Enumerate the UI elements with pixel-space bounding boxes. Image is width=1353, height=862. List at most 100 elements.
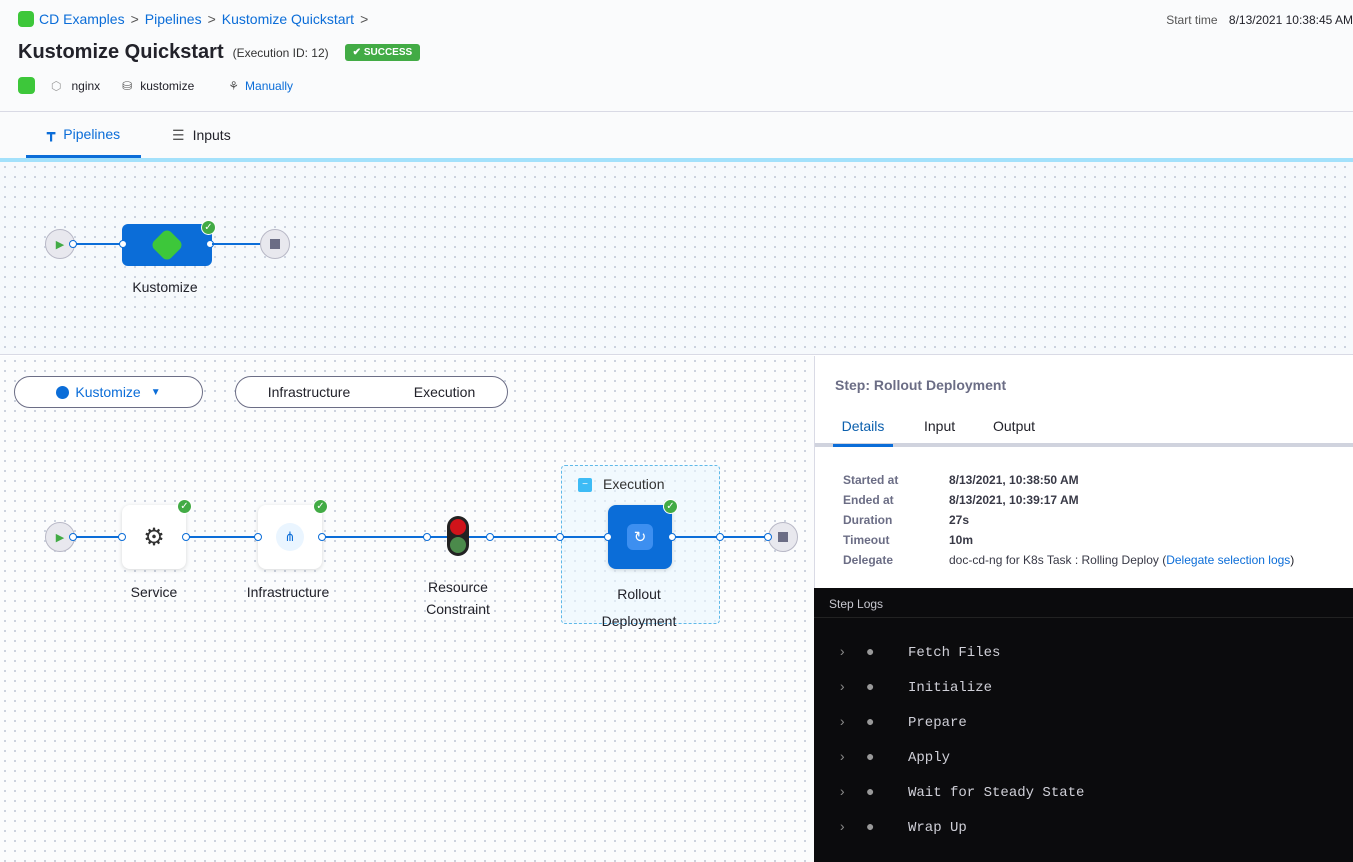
tab-label: Inputs xyxy=(192,127,231,143)
step-label: Infrastructure xyxy=(246,584,330,600)
success-check-icon: ✓ xyxy=(177,499,192,514)
check-circle-icon: ● xyxy=(866,645,875,661)
group-label: Execution xyxy=(603,476,665,492)
check-circle-icon: ● xyxy=(866,785,875,801)
chevron-right-icon: › xyxy=(838,715,847,731)
environment-icon: ⛁ xyxy=(122,78,133,93)
infrastructure-icon: ⋔ xyxy=(276,523,304,551)
stop-icon xyxy=(270,239,280,249)
step-infrastructure[interactable]: ⋔ xyxy=(258,505,322,569)
step-rollout-deployment[interactable]: ↻ xyxy=(608,505,672,569)
chevron-right-icon: › xyxy=(838,680,847,696)
log-section[interactable]: ›●Initialize xyxy=(838,680,992,696)
log-section[interactable]: › ● Apply xyxy=(838,750,950,766)
detail-value: 10m xyxy=(949,533,974,547)
step-label: Resource Constraint xyxy=(426,579,490,617)
check-circle-icon: ● xyxy=(866,820,875,836)
success-check-icon: ✓ xyxy=(201,220,216,235)
start-time: 8/13/2021 10:38:45 AM xyxy=(1228,13,1353,27)
stage-select-value: Kustomize xyxy=(75,384,141,400)
page-title: Kustomize Quickstart xyxy=(18,41,224,63)
log-section-title: Wrap Up xyxy=(908,820,967,836)
detail-value: doc-cd-ng for K8s Task : Rolling Deploy … xyxy=(949,553,1167,567)
tab-input[interactable]: Input xyxy=(924,418,956,434)
check-circle-icon: ● xyxy=(866,680,875,696)
log-section-title: Fetch Files xyxy=(908,645,1001,661)
tab-output[interactable]: Output xyxy=(993,418,1036,434)
breadcrumb-pipeline[interactable]: Kustomize Quickstart xyxy=(221,11,355,27)
execution-header: CD Examples > Pipelines > Kustomize Quicks… xyxy=(0,0,1353,112)
environment-name: kustomize xyxy=(140,78,195,93)
execution-id: (Execution ID: 12) xyxy=(232,45,329,60)
log-section[interactable]: › ● Wrap Up xyxy=(838,820,967,836)
log-section-title: Wait for Steady State xyxy=(908,785,1085,801)
step-title: Step: Rollout Deployment xyxy=(835,377,1007,393)
success-check-icon: ✓ xyxy=(663,499,678,514)
breadcrumb-project[interactable]: CD Examples xyxy=(39,11,125,27)
detail-key: Duration xyxy=(843,513,893,527)
log-section[interactable]: › ● Fetch Files xyxy=(838,645,1000,661)
chevron-right-icon: › xyxy=(838,750,847,766)
check-circle-icon: ● xyxy=(866,715,875,731)
stage-graph: Kustomize ▼ Infrastructure Execution − E… xyxy=(0,356,814,862)
tab-bar: ┳ Pipelines ☰ Inputs xyxy=(0,112,1353,162)
detail-key: Timeout xyxy=(843,533,890,547)
toggle-execution[interactable]: Execution xyxy=(413,384,476,400)
step-logs-title: Step Logs xyxy=(829,597,884,611)
chevron-right-icon: › xyxy=(838,785,847,801)
module-icon xyxy=(18,77,35,94)
detail-value: 27s xyxy=(949,513,970,527)
gears-icon: ⚙ xyxy=(143,523,165,551)
step-label: Rollout Deployment xyxy=(601,586,677,629)
tab-inputs[interactable]: ☰ Inputs xyxy=(172,112,231,158)
inputs-icon: ☰ xyxy=(172,126,185,143)
log-section-title: Apply xyxy=(908,750,951,766)
chevron-right-icon: > xyxy=(360,11,369,27)
trigger-link[interactable]: Manually xyxy=(245,78,294,93)
step-label: Service xyxy=(130,584,178,600)
breadcrumb: CD Examples > Pipelines > Kustomize Quicks… xyxy=(18,11,374,27)
play-icon: ▶ xyxy=(55,531,65,544)
status-badge: ✔ SUCCESS xyxy=(344,44,421,61)
step-details-panel: Step: Rollout Deployment Details Input O… xyxy=(814,356,1353,588)
end-node xyxy=(768,522,798,552)
toggle-infrastructure[interactable]: Infrastructure xyxy=(267,384,351,400)
start-time-label: Start time xyxy=(1166,13,1218,27)
stage-label: Kustomize xyxy=(132,279,198,295)
step-service[interactable]: ⚙ xyxy=(122,505,186,569)
chevron-right-icon: › xyxy=(838,820,847,836)
tab-label: Pipelines xyxy=(63,125,121,142)
detail-value: 8/13/2021, 10:39:17 AM xyxy=(949,493,1079,507)
detail-value: 8/13/2021, 10:38:50 AM xyxy=(949,473,1079,487)
chevron-right-icon: > xyxy=(207,11,216,27)
delegate-close-paren: ) xyxy=(1290,553,1295,567)
success-check-icon: ✓ xyxy=(313,499,328,514)
resource-constraint-icon[interactable] xyxy=(447,516,469,556)
log-section-title: Prepare xyxy=(908,715,967,731)
pipeline-icon: ┳ xyxy=(46,125,56,141)
pipeline-graph: ▶ ✓ Kustomize xyxy=(0,162,1353,355)
caret-down-icon: ▼ xyxy=(150,386,161,398)
play-icon: ▶ xyxy=(55,238,65,251)
detail-key: Started at xyxy=(843,473,899,487)
log-section[interactable]: › ● Wait for Steady State xyxy=(838,785,1084,801)
collapse-icon[interactable]: − xyxy=(578,478,592,492)
tab-pipelines[interactable]: ┳ Pipelines xyxy=(26,112,141,158)
kustomize-icon xyxy=(150,228,184,262)
details-table: Started at 8/13/2021, 10:38:50 AM Ended a… xyxy=(843,470,1294,570)
tab-details[interactable]: Details xyxy=(833,418,893,447)
log-section[interactable]: › ● Prepare xyxy=(838,715,967,731)
detail-key: Ended at xyxy=(843,493,894,507)
chevron-right-icon: › xyxy=(838,645,847,661)
project-icon xyxy=(18,11,34,27)
stage-select[interactable]: Kustomize ▼ xyxy=(14,376,203,408)
check-circle-icon: ● xyxy=(866,750,875,766)
step-logs-panel: Step Logs xyxy=(814,588,1353,862)
stage-kustomize[interactable] xyxy=(122,224,212,266)
breadcrumb-pipelines[interactable]: Pipelines xyxy=(144,11,202,27)
stop-icon xyxy=(778,532,788,542)
service-name: nginx xyxy=(71,78,101,93)
end-node xyxy=(260,229,290,259)
chevron-right-icon: > xyxy=(130,11,139,27)
delegate-logs-link[interactable]: Delegate selection logs xyxy=(1166,553,1291,567)
